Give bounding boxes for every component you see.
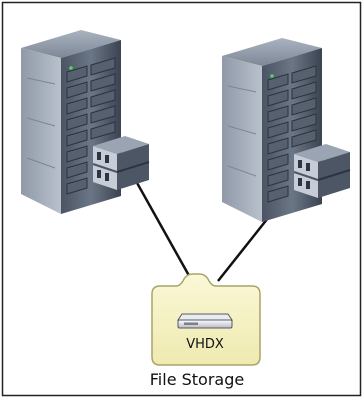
connector-left-server-to-storage	[125, 164, 194, 282]
virtual-disk-icon	[177, 313, 233, 329]
storage-label: File Storage	[150, 370, 244, 389]
disk-label: VHDX	[186, 337, 224, 352]
